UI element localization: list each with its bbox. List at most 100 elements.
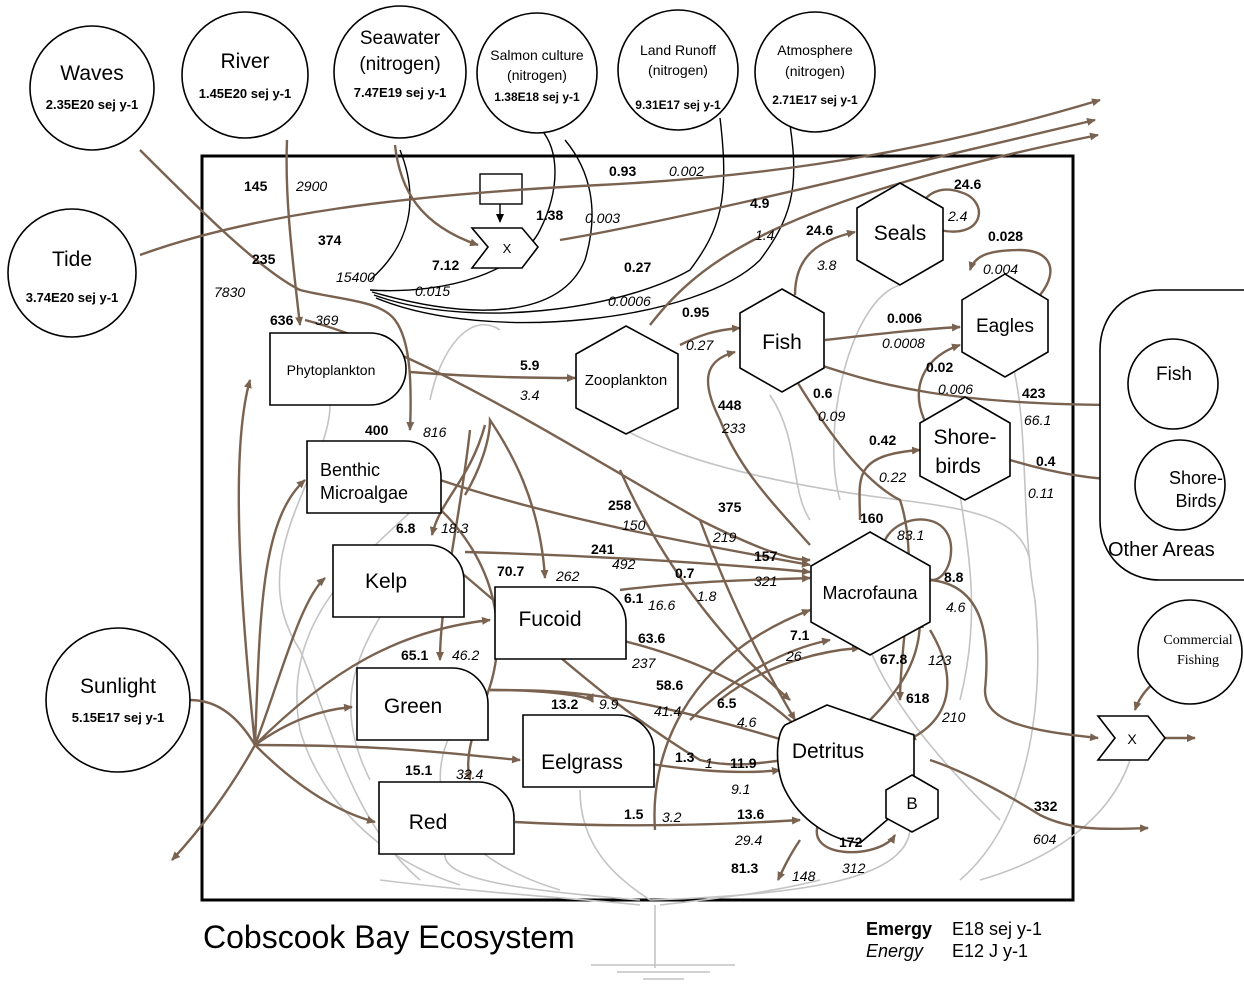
source-sunlight: Sunlight 5.15E17 sej y-1 [45, 627, 191, 773]
flow-value-f369: 369 [315, 312, 339, 328]
flow-value-f160: 160 [860, 510, 884, 526]
flow-value-f636: 636 [270, 312, 294, 328]
flow-value-f0003: 0.003 [585, 210, 620, 226]
svg-text:Green: Green [384, 695, 442, 718]
svg-text:2.71E17 sej y-1: 2.71E17 sej y-1 [772, 93, 858, 107]
svg-text:(nitrogen): (nitrogen) [507, 67, 567, 83]
flow-value-f46b: 4.6 [737, 714, 757, 730]
flow-value-f150: 150 [622, 517, 646, 533]
flow-value-f712: 7.12 [432, 257, 459, 273]
flow-value-f49: 4.9 [750, 195, 770, 211]
flow-value-f34: 3.4 [520, 387, 540, 403]
flow-value-f88: 8.8 [944, 569, 964, 585]
flow-value-f604: 604 [1033, 831, 1057, 847]
flow-value-f492: 492 [612, 556, 636, 572]
flow-value-f831: 83.1 [897, 527, 924, 543]
flow-value-f59: 5.9 [520, 357, 540, 373]
svg-text:Seals: Seals [874, 222, 927, 245]
svg-text:Kelp: Kelp [365, 570, 407, 593]
legend-emergy-unit: E18 sej y-1 [952, 919, 1042, 939]
svg-text:Other Areas: Other Areas [1108, 539, 1215, 561]
flow-value-f0006b: 0.006 [938, 381, 973, 397]
flow-value-f011: 0.11 [1028, 485, 1054, 501]
flow-value-f18: 1.8 [697, 588, 717, 604]
svg-text:(nitrogen): (nitrogen) [359, 54, 440, 75]
flow-value-f241: 241 [591, 541, 615, 557]
flow-value-f022: 0.22 [879, 469, 906, 485]
flow-value-f002: 0.02 [926, 359, 953, 375]
flow-value-f816: 816 [423, 424, 447, 440]
flow-value-f210: 210 [941, 709, 966, 725]
flow-value-f262: 262 [555, 568, 580, 584]
flow-value-f009: 0.09 [818, 408, 845, 424]
svg-text:1.38E18 sej y-1: 1.38E18 sej y-1 [494, 90, 580, 104]
svg-text:River: River [220, 50, 269, 73]
flow-value-f132: 13.2 [551, 696, 578, 712]
svg-text:Eelgrass: Eelgrass [541, 751, 623, 774]
svg-text:X: X [503, 241, 512, 256]
svg-text:Atmosphere: Atmosphere [777, 42, 853, 58]
consumer-macrofauna: Macrofauna [810, 531, 931, 656]
flow-value-f246a: 24.6 [806, 222, 833, 238]
flow-value-f06: 0.6 [813, 385, 833, 401]
flow-value-f448: 448 [718, 397, 742, 413]
source-tide: Tide 3.74E20 sej y-1 [7, 208, 137, 338]
flow-value-f123: 123 [928, 652, 952, 668]
diagram-title: Cobscook Bay Ecosystem [203, 919, 575, 955]
flow-value-f00006: 0.0006 [608, 293, 651, 309]
consumer-shorebirds: Shore- birds [919, 396, 1011, 501]
flow-value-f027: 0.27 [624, 259, 651, 275]
flow-value-f312: 312 [842, 860, 866, 876]
flow-value-f2900: 2900 [295, 178, 327, 194]
flow-value-f374: 374 [318, 232, 342, 248]
svg-text:Macrofauna: Macrofauna [822, 583, 918, 603]
flow-value-f258: 258 [608, 497, 632, 513]
flow-value-f61: 6.1 [624, 590, 644, 606]
flow-value-f0015: 0.015 [415, 283, 450, 299]
flow-value-f042: 0.42 [869, 432, 896, 448]
other-areas: Fish Shore- Birds Other Areas [1099, 289, 1244, 581]
flow-value-f813: 81.3 [731, 860, 758, 876]
consumer-zooplankton: Zooplankton [575, 325, 679, 435]
flow-value-f15: 1.5 [624, 806, 644, 822]
svg-text:Red: Red [409, 811, 448, 834]
source-seawater: Seawater (nitrogen) 7.47E19 sej y-1 [333, 5, 467, 139]
svg-text:Benthic: Benthic [320, 460, 380, 480]
svg-text:Phytoplankton: Phytoplankton [287, 362, 376, 378]
svg-text:Fish: Fish [1156, 364, 1192, 385]
flow-value-f138: 1.38 [536, 207, 563, 223]
legend-emergy-label: Emergy [866, 919, 932, 939]
flow-value-f618: 618 [906, 690, 930, 706]
flow-value-f32: 3.2 [662, 809, 682, 825]
svg-text:Shore-: Shore- [933, 426, 996, 449]
svg-text:9.31E17 sej y-1: 9.31E17 sej y-1 [635, 98, 721, 112]
source-atmosphere: Atmosphere (nitrogen) 2.71E17 sej y-1 [754, 11, 876, 133]
flow-value-f661: 66.1 [1024, 412, 1051, 428]
svg-text:Sunlight: Sunlight [80, 675, 156, 698]
flow-value-f04: 0.4 [1036, 453, 1056, 469]
flow-value-f462: 46.2 [452, 647, 479, 663]
flow-value-f68: 6.8 [396, 520, 416, 536]
flow-value-f71: 7.1 [790, 627, 810, 643]
interaction-x-fishing: X [1096, 715, 1167, 761]
source-river: River 1.45E20 sej y-1 [181, 11, 309, 139]
producer-benthic-microalgae: Benthic Microalgae [306, 440, 442, 514]
flow-value-f07: 0.7 [675, 565, 695, 581]
source-salmon-culture: Salmon culture (nitrogen) 1.38E18 sej y-… [476, 12, 598, 134]
flow-value-f321: 321 [754, 573, 777, 589]
producer-phytoplankton: Phytoplankton [269, 332, 407, 406]
flow-value-f027b: 0.27 [686, 337, 714, 353]
flow-value-f172: 172 [839, 834, 863, 850]
producer-green: Green [356, 667, 489, 741]
flow-value-f0004: 0.004 [983, 261, 1018, 277]
svg-text:X: X [1127, 731, 1137, 747]
flow-value-f91: 9.1 [731, 781, 750, 797]
flow-value-f65: 6.5 [717, 695, 737, 711]
consumer-seals: Seals [856, 182, 944, 286]
flow-value-f586: 58.6 [656, 677, 683, 693]
interaction-x: X [470, 227, 540, 269]
flow-value-f151: 15.1 [405, 762, 432, 778]
flow-value-f26: 26 [785, 648, 802, 664]
flow-value-f14: 1.4 [755, 227, 775, 243]
